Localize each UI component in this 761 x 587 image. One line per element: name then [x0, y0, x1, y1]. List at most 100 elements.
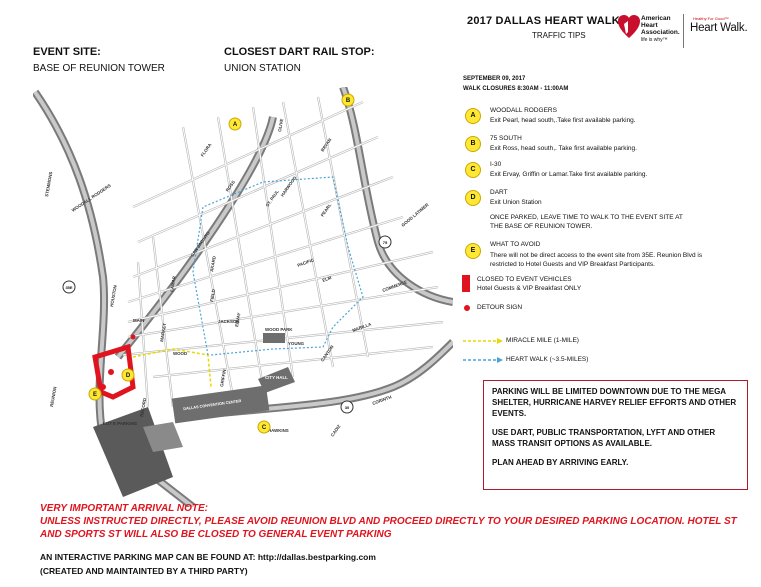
- shield-label: 30: [345, 405, 350, 410]
- legend-marker-e: E: [465, 243, 481, 259]
- map-marker-a-label: A: [233, 122, 238, 128]
- aha-line-2: Heart: [641, 22, 658, 29]
- legend-e-desc: There will not be direct access to the e…: [490, 252, 703, 268]
- third-party-note: (CREATED AND MAINTAINTED BY A THIRD PART…: [40, 566, 248, 576]
- dart-stop-value: UNION STATION: [224, 63, 301, 74]
- parking-lot-block: [143, 422, 183, 452]
- shield-label: 75: [383, 240, 388, 245]
- arrival-note-heading: VERY IMPORTANT ARRIVAL NOTE:: [40, 503, 208, 514]
- legend-d-desc: Exit Union Station: [490, 199, 542, 206]
- street-label: GRIFFIN: [219, 369, 227, 387]
- street-label: AKARD: [209, 256, 217, 272]
- aha-line-1: American: [641, 15, 671, 22]
- downtown-map: DALLAS CONVENTION CENTER CITY HALL WOOD …: [33, 87, 453, 507]
- legend-e-title: WHAT TO AVOID: [490, 241, 541, 248]
- heart-walk-label: HEART WALK (~3.5-MILES): [506, 356, 589, 363]
- wood-park-block: [263, 333, 285, 343]
- detour-label: DETOUR SIGN: [477, 304, 523, 311]
- closed-title: CLOSED TO EVENT VEHICLES: [477, 276, 572, 283]
- parking-notice-box: PARKING WILL BE LIMITED DOWNTOWN DUE TO …: [483, 380, 748, 490]
- highway-shield-icon: [378, 235, 392, 249]
- legend-c-desc: Exit Ervay, Griffin or Lamar.Take first …: [490, 171, 648, 178]
- map-marker-e: [88, 387, 102, 401]
- aha-heart-logo-icon: [618, 15, 640, 38]
- street-label: YOUNG: [288, 341, 305, 346]
- street-label: PACIFIC: [297, 257, 316, 268]
- heart-arrow-icon: [497, 357, 503, 363]
- arrival-note-body: UNLESS INSTRUCTED DIRECTLY, PLEASE AVOID…: [40, 516, 737, 540]
- street-label: WOOD: [173, 351, 187, 356]
- logo-divider: [683, 14, 684, 48]
- shield-label: 35E: [65, 285, 72, 290]
- street-label: RECORD: [139, 398, 147, 418]
- aha-tagline: life is why™: [641, 37, 668, 43]
- parking-map-link[interactable]: AN INTERACTIVE PARKING MAP CAN BE FOUND …: [40, 552, 376, 562]
- closed-area-outline: [92, 343, 136, 400]
- legend-d-title: DART: [490, 189, 508, 196]
- street-label: MAIN: [133, 318, 144, 323]
- street-label: STEMMONS: [44, 171, 53, 197]
- street-label: COMMERCE: [382, 279, 408, 293]
- miracle-mile-route: [132, 348, 212, 388]
- dart-stop-label: CLOSEST DART RAIL STOP:: [224, 46, 375, 58]
- map-marker-a: [228, 117, 242, 131]
- street-label: ERVAY: [234, 312, 241, 327]
- legend-a-title: WOODALL RODGERS: [490, 107, 557, 114]
- street-label: ELM: [322, 275, 333, 283]
- street-label: REUNION: [49, 386, 57, 407]
- notice-parking-limited: PARKING WILL BE LIMITED DOWNTOWN DUE TO …: [492, 387, 737, 418]
- miracle-mile-label: MIRACLE MILE (1-MILE): [506, 337, 579, 344]
- legend-c-title: I-30: [490, 161, 502, 168]
- event-site-value: BASE OF REUNION TOWER: [33, 63, 165, 74]
- legend-marker-d: D: [465, 190, 481, 206]
- convention-center-block: [171, 385, 270, 424]
- map-marker-d: [121, 368, 135, 382]
- street-label: LAMAR: [169, 275, 177, 292]
- notice-use-dart: USE DART, PUBLIC TRANSPORTATION, LYFT AN…: [492, 428, 716, 448]
- legend-marker-c: C: [465, 162, 481, 178]
- wood-park-label: WOOD PARK: [265, 327, 293, 332]
- event-site-label: EVENT SITE:: [33, 46, 101, 58]
- street-label: MARILLA: [352, 321, 373, 333]
- detour-sign-dot: [130, 334, 136, 340]
- map-marker-b-label: B: [346, 98, 351, 104]
- heart-walk-route: [192, 176, 364, 356]
- lot-e-label: LOT E PARKING: [103, 421, 138, 426]
- street-label: FIELD: [209, 289, 216, 302]
- legend-b-title: 75 SOUTH: [490, 135, 522, 142]
- street-label: CORINTH: [372, 394, 393, 406]
- map-marker-e-label: E: [93, 392, 97, 398]
- map-marker-c-label: C: [262, 425, 267, 431]
- detour-sign-dot: [108, 369, 114, 375]
- aha-wordmark: American Heart Association.: [641, 15, 680, 36]
- highway-shield-icon: [62, 280, 76, 294]
- event-date: SEPTEMBER 09, 2017: [463, 76, 526, 82]
- detour-sign-dot: [100, 384, 106, 390]
- street-label: BRYAN: [320, 137, 333, 152]
- legend-b-desc: Exit Ross, head south,. Take first avail…: [490, 145, 637, 152]
- notice-plan-ahead: PLAN AHEAD BY ARRIVING EARLY.: [492, 458, 629, 467]
- map-marker-b: [341, 93, 355, 107]
- street-label: MARKET: [159, 322, 167, 342]
- street-label: CADIZ: [330, 423, 342, 437]
- street-label: GOOD LATIMER: [400, 202, 430, 228]
- heartwalk-tagline: Healthy For Good™: [693, 16, 729, 21]
- street-label: OLIVE: [277, 118, 284, 132]
- street-label: FLORA: [200, 142, 213, 158]
- miracle-arrow-icon: [497, 338, 503, 344]
- city-hall-label: CITY HALL: [265, 375, 288, 380]
- highway-shield-icon: [340, 400, 354, 414]
- closed-desc: Hotel Guests & VIP Breakfast ONLY: [477, 285, 582, 292]
- aha-line-3: Association.: [641, 29, 680, 36]
- legend-marker-a: A: [465, 108, 481, 124]
- closed-area-swatch: [462, 275, 470, 292]
- detour-sign-icon: [464, 305, 470, 311]
- page-title: 2017 DALLAS HEART WALK: [467, 15, 620, 27]
- street-label: JACKSON: [218, 319, 239, 324]
- map-marker-d-label: D: [126, 373, 131, 379]
- map-marker-c: [257, 420, 271, 434]
- street-label: HOUSTON: [109, 285, 118, 307]
- street-label: ROSS: [225, 179, 236, 192]
- city-hall-block: [258, 367, 295, 393]
- page-subtitle: TRAFFIC TIPS: [532, 31, 586, 40]
